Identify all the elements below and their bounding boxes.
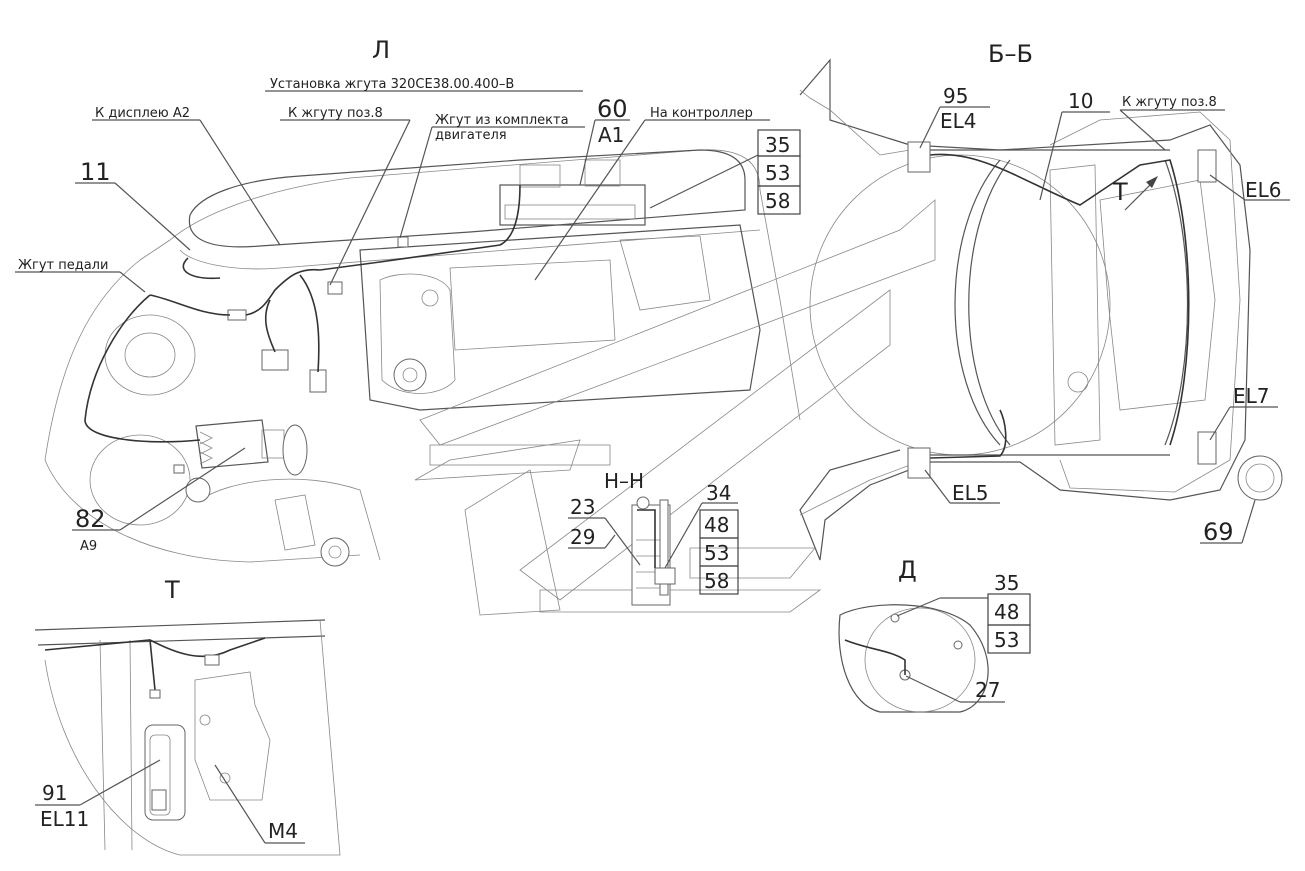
callout-a9: А9 bbox=[80, 539, 97, 554]
callout-hh-23: 23 bbox=[570, 495, 595, 519]
view-bb-canopy-frame bbox=[799, 58, 1283, 561]
callout-35: 35 bbox=[765, 133, 790, 157]
section-hh-leaders bbox=[568, 502, 739, 595]
drawing-title: Установка жгута 320СЕ38.00.400–В bbox=[270, 77, 514, 92]
view-label-d: Д bbox=[898, 556, 917, 584]
callout-60: 60 bbox=[597, 95, 628, 123]
callout-58: 58 bbox=[765, 189, 790, 213]
callout-d-53: 53 bbox=[994, 628, 1019, 652]
callout-11: 11 bbox=[80, 158, 111, 186]
callout-hh-48: 48 bbox=[704, 513, 729, 537]
view-d-lamp-base bbox=[838, 593, 1031, 713]
callout-el6: EL6 bbox=[1245, 178, 1282, 202]
labels: Л Б–Б Т Т Н–Н Д Установка жгута 320СЕ38.… bbox=[18, 36, 1282, 843]
callout-a1: А1 bbox=[598, 123, 624, 147]
view-label-t-arrow: Т bbox=[1112, 178, 1128, 206]
callout-95: 95 bbox=[943, 84, 968, 108]
callout-hh-58: 58 bbox=[704, 569, 729, 593]
note-engine-kit-line1: Жгут из комплекта bbox=[435, 113, 569, 128]
callout-hh-53: 53 bbox=[704, 541, 729, 565]
callout-d-35: 35 bbox=[994, 571, 1019, 595]
callout-hh-29: 29 bbox=[570, 525, 595, 549]
callout-91: 91 bbox=[42, 781, 67, 805]
callout-d-48: 48 bbox=[994, 600, 1019, 624]
view-bb-leaders bbox=[919, 106, 1290, 544]
callout-69: 69 bbox=[1203, 518, 1234, 546]
view-l-leaders bbox=[15, 90, 801, 531]
view-t-door bbox=[34, 619, 341, 856]
view-t-leaders bbox=[35, 759, 305, 844]
callout-el7: EL7 bbox=[1233, 384, 1270, 408]
view-label-bb: Б–Б bbox=[988, 40, 1033, 68]
section-label-hh: Н–Н bbox=[604, 469, 644, 493]
callout-10: 10 bbox=[1068, 89, 1093, 113]
section-hh-bracket bbox=[414, 199, 936, 616]
callout-d-27: 27 bbox=[975, 678, 1000, 702]
view-l-cab-interior bbox=[44, 149, 801, 567]
note-to-harness-8-bb: К жгуту поз.8 bbox=[1122, 95, 1217, 110]
callout-el5: EL5 bbox=[952, 481, 989, 505]
view-label-t: Т bbox=[164, 576, 180, 604]
callout-53: 53 bbox=[765, 161, 790, 185]
callout-el4: EL4 bbox=[940, 109, 977, 133]
view-label-l: Л bbox=[372, 36, 390, 64]
note-to-harness-8: К жгуту поз.8 bbox=[288, 106, 383, 121]
note-to-display: К дисплею А2 bbox=[95, 106, 190, 121]
callout-m4: М4 bbox=[268, 819, 298, 843]
note-engine-kit-line2: двигателя bbox=[435, 128, 507, 143]
note-pedal-harness: Жгут педали bbox=[18, 258, 108, 273]
callout-el11: EL11 bbox=[40, 807, 89, 831]
callout-hh-34: 34 bbox=[706, 481, 731, 505]
note-to-controller: На контроллер bbox=[650, 106, 753, 121]
callout-82: 82 bbox=[75, 505, 106, 533]
